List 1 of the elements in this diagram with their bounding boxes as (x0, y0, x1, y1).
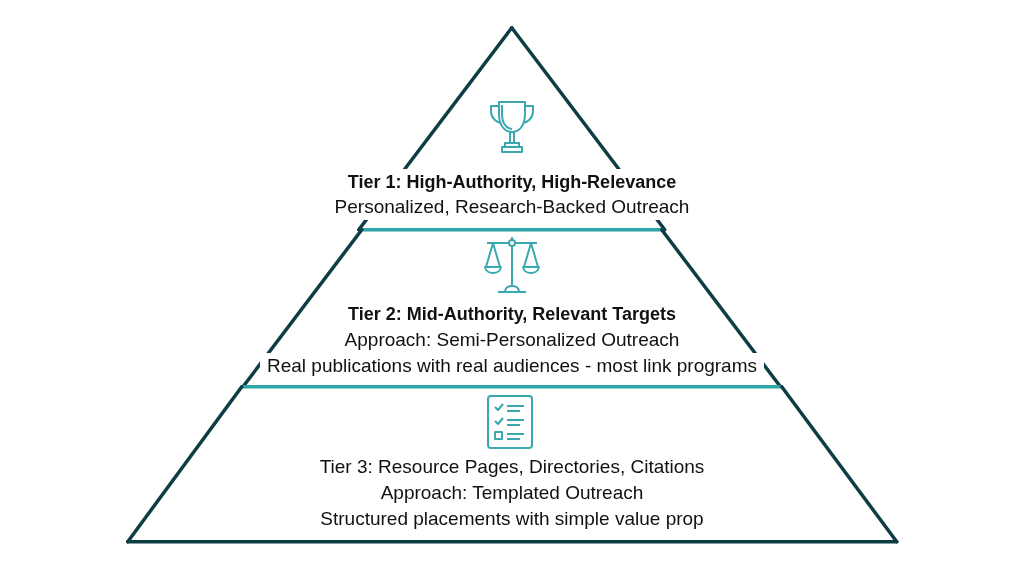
tier-description: Real publications with real audiences - most link programs (260, 353, 764, 379)
